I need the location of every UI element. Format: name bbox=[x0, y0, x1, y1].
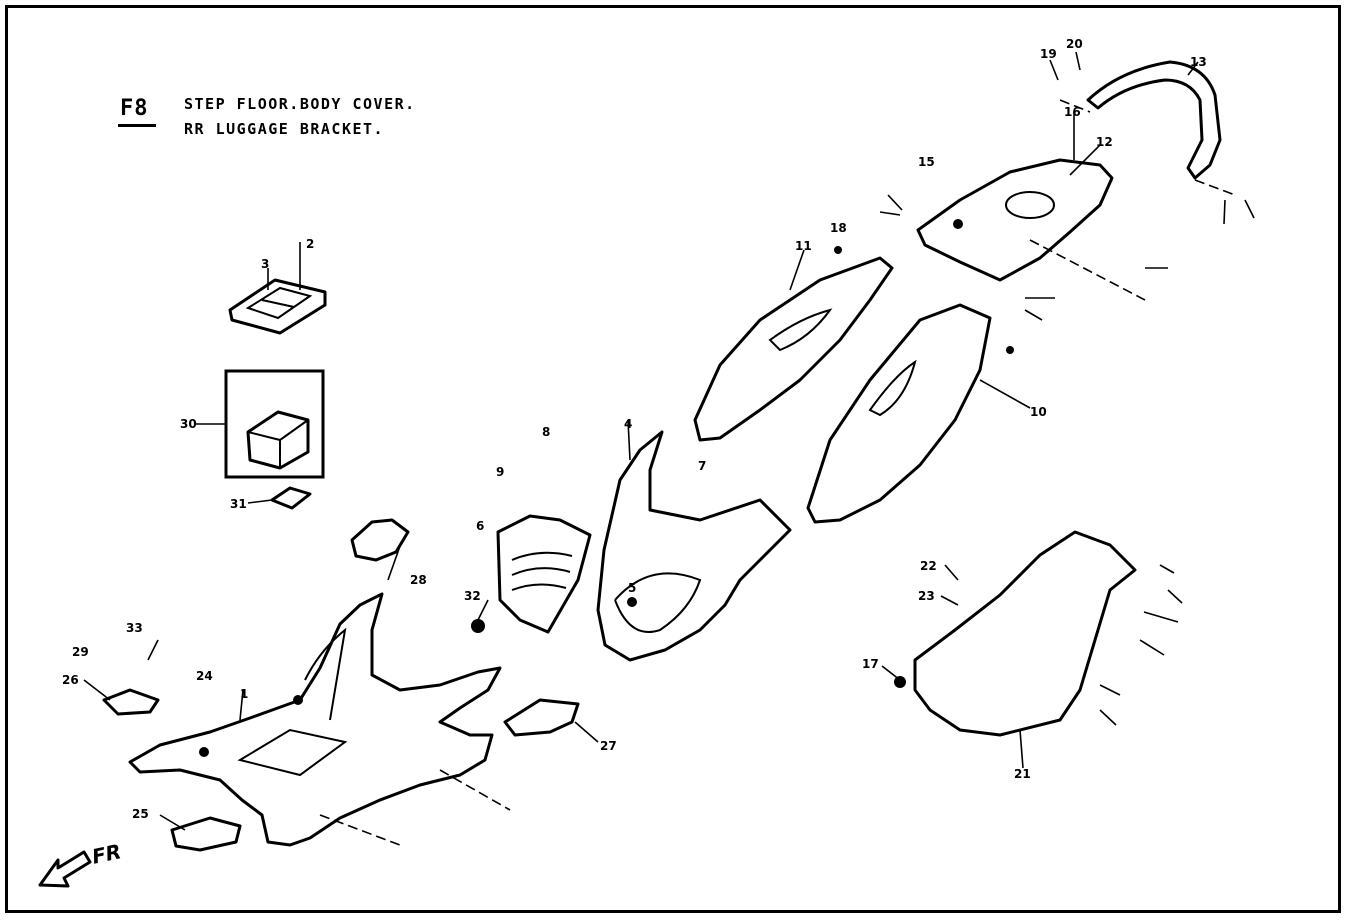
callout-11: 11 bbox=[795, 239, 812, 253]
part-28 bbox=[350, 518, 410, 562]
callout-28: 28 bbox=[410, 573, 427, 587]
callout-12: 12 bbox=[1096, 135, 1113, 149]
callout-2: 2 bbox=[306, 237, 314, 251]
callout-27: 27 bbox=[600, 739, 617, 753]
callout-7: 7 bbox=[698, 459, 706, 473]
part-26 bbox=[102, 688, 160, 716]
title-line-1: STEP FLOOR.BODY COVER. bbox=[184, 95, 416, 113]
callout-32: 32 bbox=[464, 589, 481, 603]
callout-31: 31 bbox=[230, 497, 247, 511]
callout-30: 30 bbox=[180, 417, 197, 431]
callout-17: 17 bbox=[862, 657, 879, 671]
rear-cover-12 bbox=[916, 158, 1114, 282]
callout-22: 22 bbox=[920, 559, 937, 573]
callout-29: 29 bbox=[72, 645, 89, 659]
part-tray-3 bbox=[228, 278, 327, 335]
callout-25: 25 bbox=[132, 807, 149, 821]
callout-33: 33 bbox=[126, 621, 143, 635]
under-cover-21 bbox=[913, 530, 1137, 737]
callout-16: 16 bbox=[1064, 105, 1081, 119]
figure-code: F8 bbox=[120, 96, 149, 121]
callout-26: 26 bbox=[62, 673, 79, 687]
callout-5: 5 bbox=[628, 581, 636, 595]
title-line-2: RR LUGGAGE BRACKET. bbox=[184, 120, 385, 138]
luggage-bracket-13 bbox=[1086, 60, 1222, 180]
callout-21: 21 bbox=[1014, 767, 1031, 781]
callout-4: 4 bbox=[624, 417, 632, 431]
callout-18: 18 bbox=[830, 221, 847, 235]
callout-8: 8 bbox=[542, 425, 550, 439]
callout-labels: 1 2 3 4 5 6 7 8 9 10 11 12 13 15 16 17 1… bbox=[62, 37, 1207, 821]
callout-10: 10 bbox=[1030, 405, 1047, 419]
step-floor-1 bbox=[128, 592, 502, 847]
front-direction-arrow bbox=[38, 850, 92, 888]
callout-15: 15 bbox=[918, 155, 935, 169]
grille-6 bbox=[496, 514, 592, 634]
callout-9: 9 bbox=[496, 465, 504, 479]
figure-code-underline bbox=[118, 124, 156, 127]
side-cover-11 bbox=[693, 256, 894, 442]
part-25 bbox=[170, 816, 242, 852]
callout-3: 3 bbox=[261, 257, 269, 271]
callout-20: 20 bbox=[1066, 37, 1083, 51]
callout-19: 19 bbox=[1040, 47, 1057, 61]
part-31 bbox=[270, 486, 312, 510]
callout-24: 24 bbox=[196, 669, 213, 683]
front-cover-4 bbox=[596, 430, 792, 662]
callout-23: 23 bbox=[918, 589, 935, 603]
side-cover-10 bbox=[806, 303, 992, 524]
callout-6: 6 bbox=[476, 519, 484, 533]
callout-1: 1 bbox=[240, 687, 248, 701]
callout-13: 13 bbox=[1190, 55, 1207, 69]
part-27 bbox=[503, 698, 580, 737]
